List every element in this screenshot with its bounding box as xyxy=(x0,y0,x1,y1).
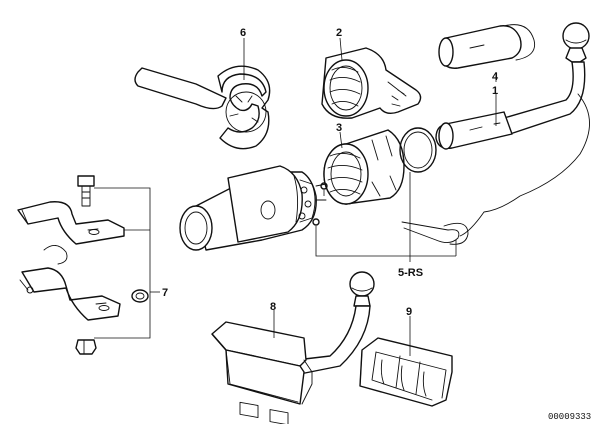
receiver-tube xyxy=(179,165,327,251)
callout-6: 6 xyxy=(240,27,246,39)
tow-bar-ball xyxy=(435,22,590,237)
stopper-plug xyxy=(438,24,536,69)
drawing-code: 00009333 xyxy=(548,412,591,422)
callout-5-rs: 5-RS xyxy=(398,267,423,279)
threaded-collar xyxy=(323,129,405,205)
spanner-wrench xyxy=(134,65,271,150)
cover-cap xyxy=(359,337,453,407)
fastener-screws xyxy=(312,182,456,257)
tow-bar-mount-plate xyxy=(211,271,375,424)
callout-8: 8 xyxy=(270,301,276,313)
leader-lines xyxy=(243,37,497,356)
callout-1: 1 xyxy=(492,85,498,97)
callout-4: 4 xyxy=(492,71,499,83)
bracket-set xyxy=(17,175,160,355)
callout-3: 3 xyxy=(336,122,342,134)
callout-2: 2 xyxy=(336,27,342,39)
callouts: 1 2 3 4 5-RS 6 7 8 9 xyxy=(162,27,499,318)
callout-9: 9 xyxy=(406,306,412,318)
o-ring xyxy=(399,127,437,173)
clip-pin xyxy=(401,221,469,245)
callout-7: 7 xyxy=(162,287,168,299)
protective-cap xyxy=(321,47,422,119)
